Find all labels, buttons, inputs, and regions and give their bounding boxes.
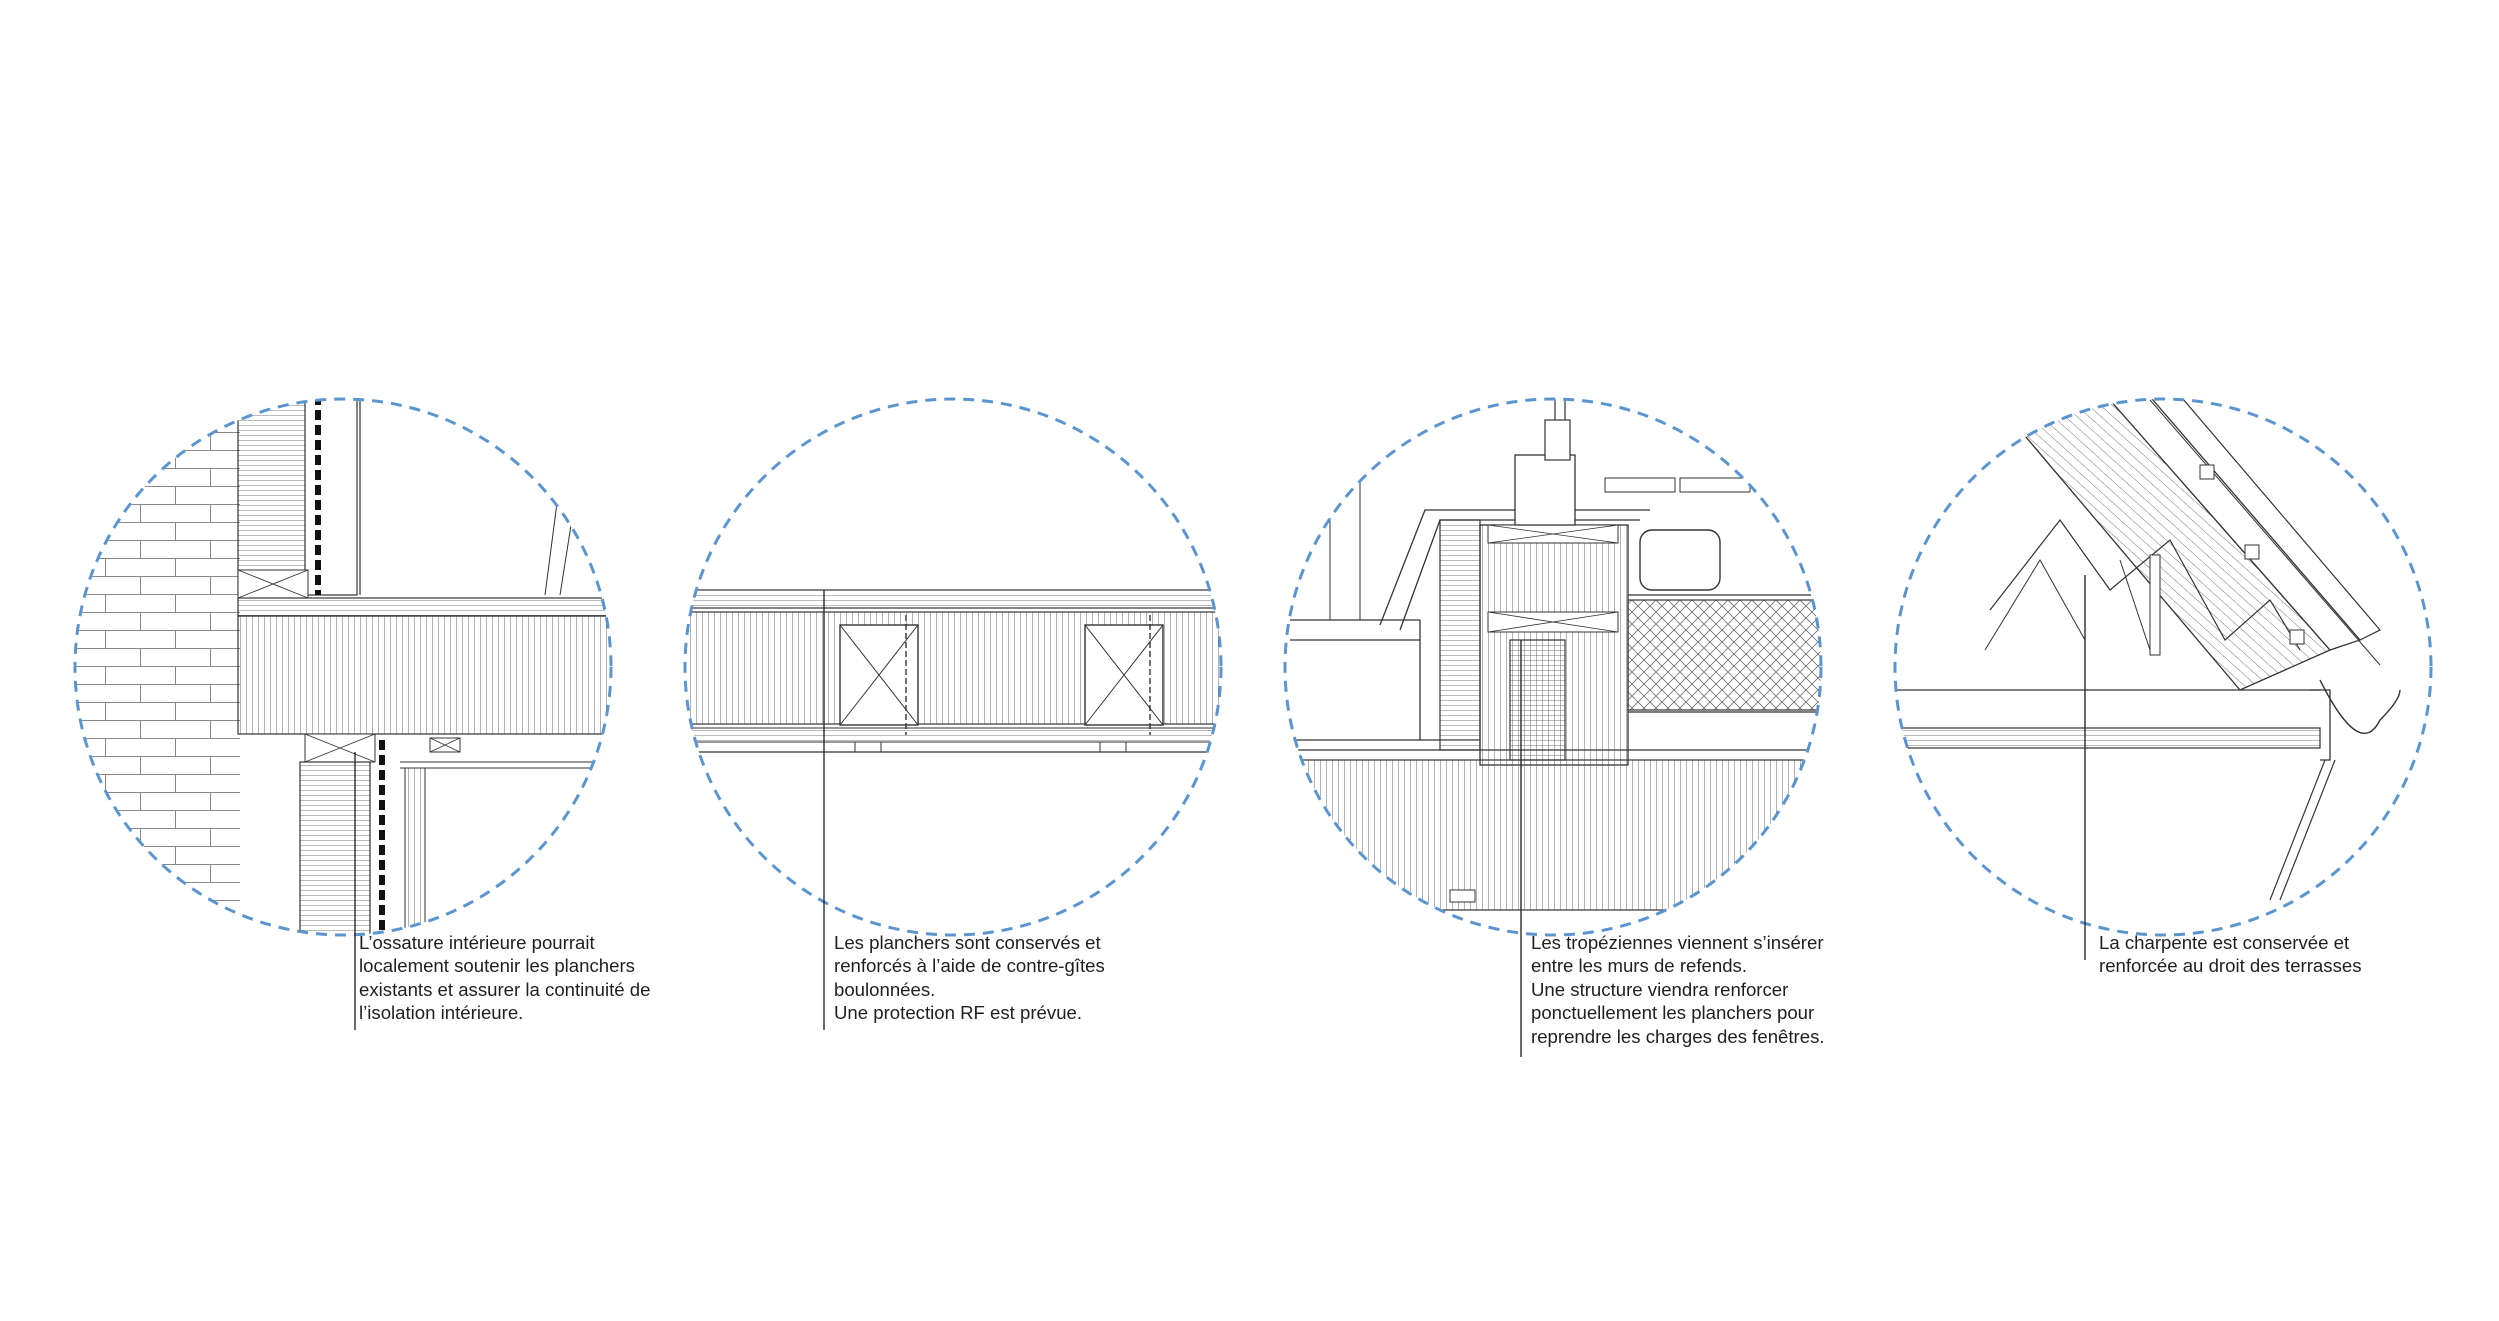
caption-line: ponctuellement les planchers pour	[1531, 1002, 1815, 1024]
detail-4-circle	[1893, 397, 2433, 937]
detail-3-circle	[1283, 397, 1823, 937]
caption-line: boulonnées.	[834, 978, 936, 1000]
caption-line: entre les murs de refends.	[1531, 955, 1747, 977]
detail-1-drawing	[75, 399, 611, 935]
caption-line: Les tropéziennes viennent s’insérer	[1531, 932, 1824, 953]
caption-line: L’ossature intérieure pourrait	[359, 932, 595, 953]
caption-line: localement soutenir les planchers	[359, 955, 635, 977]
detail-1-caption: L’ossature intérieure pourrait localemen…	[359, 931, 650, 1025]
detail-4-caption: La charpente est conservée et renforcée …	[2099, 931, 2362, 978]
caption-line: reprendre les charges des fenêtres.	[1531, 1025, 1825, 1047]
detail-3-caption: Les tropéziennes viennent s’insérer entr…	[1531, 931, 1825, 1048]
caption-line: La charpente est conservée et	[2099, 932, 2350, 953]
detail-2-circle	[683, 397, 1223, 937]
caption-line: Les planchers sont conservés et	[834, 932, 1101, 953]
caption-line: existants et assurer la continuité de	[359, 978, 651, 1000]
detail-2-caption: Les planchers sont conservés et renforcé…	[834, 931, 1105, 1025]
caption-line: Une protection RF est prévue.	[834, 1002, 1083, 1024]
caption-line: renforcés à l’aide de contre-gîtes	[834, 955, 1105, 977]
detail-4-drawing	[1895, 399, 2401, 901]
caption-line: l’isolation intérieure.	[359, 1002, 524, 1024]
detail-1-circle	[73, 397, 613, 937]
caption-line: Une structure viendra renforcer	[1531, 978, 1789, 1000]
caption-line: renforcée au droit des terrasses	[2099, 955, 2362, 977]
detail-2-drawing	[685, 589, 1221, 753]
